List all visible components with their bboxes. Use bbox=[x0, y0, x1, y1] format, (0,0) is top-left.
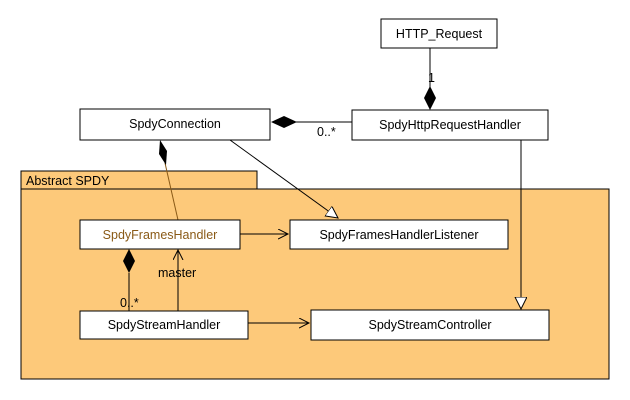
class-spdy-frames-handler[interactable]: SpdyFramesHandler bbox=[79, 219, 241, 250]
link-connection-listener bbox=[229, 139, 338, 218]
class-name: SpdyHttpRequestHandler bbox=[379, 118, 521, 132]
multiplicity-handler-connection: 0..* bbox=[317, 125, 336, 139]
multiplicity-http-request-handler: 1 bbox=[428, 71, 435, 85]
multiplicity-frames-stream: 0..* bbox=[120, 296, 139, 310]
composition-diamond-icon bbox=[123, 249, 135, 273]
relationships bbox=[123, 48, 521, 323]
class-spdy-stream-controller[interactable]: SpdyStreamController bbox=[310, 309, 550, 341]
class-spdy-connection[interactable]: SpdyConnection bbox=[79, 108, 271, 141]
role-label-master: master bbox=[158, 266, 196, 280]
composition-diamond-icon bbox=[424, 86, 436, 110]
class-name: SpdyStreamHandler bbox=[108, 318, 221, 332]
composition-diamond-icon bbox=[159, 140, 167, 165]
class-name: SpdyStreamController bbox=[369, 318, 492, 332]
class-spdy-http-request-handler[interactable]: SpdyHttpRequestHandler bbox=[351, 109, 549, 141]
class-http-request[interactable]: HTTP_Request bbox=[380, 18, 498, 49]
link-connection-frames bbox=[164, 162, 179, 221]
class-name: SpdyConnection bbox=[129, 117, 221, 131]
composition-diamond-icon bbox=[271, 116, 297, 128]
class-spdy-frames-handler-listener[interactable]: SpdyFramesHandlerListener bbox=[289, 219, 509, 250]
class-name: SpdyFramesHandlerListener bbox=[319, 228, 478, 242]
class-spdy-stream-handler[interactable]: SpdyStreamHandler bbox=[79, 310, 249, 340]
class-name: SpdyFramesHandler bbox=[103, 228, 218, 242]
package-label: Abstract SPDY bbox=[26, 174, 110, 188]
class-name: HTTP_Request bbox=[396, 27, 483, 41]
